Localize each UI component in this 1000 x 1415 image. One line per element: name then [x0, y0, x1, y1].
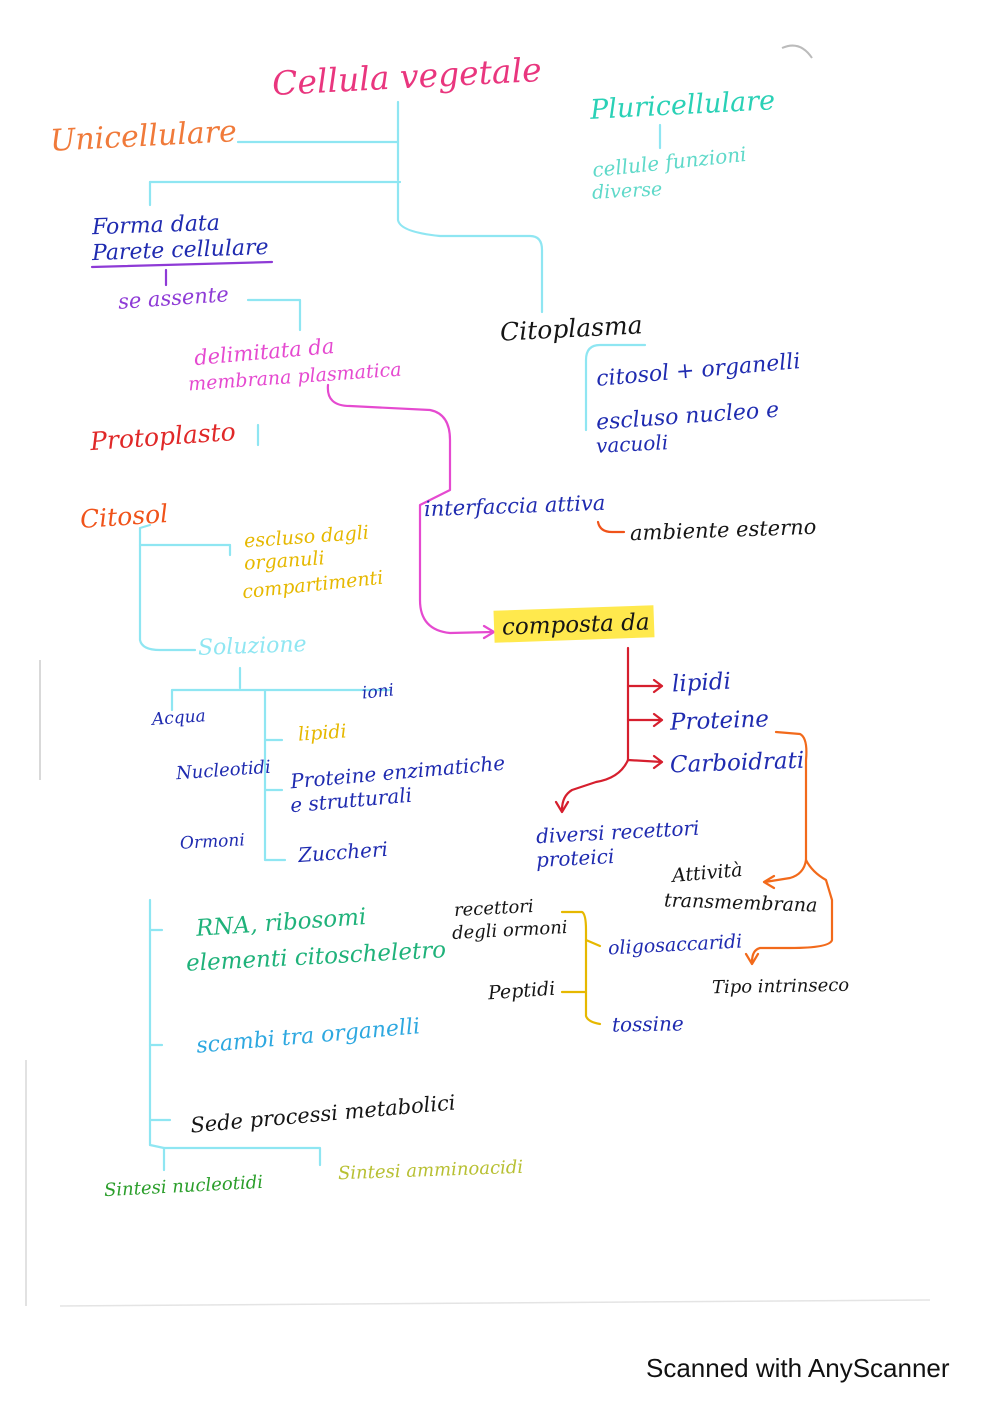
label-forma-data: Forma data [91, 210, 221, 241]
label-proteici: proteici [535, 843, 615, 873]
label-diverse: diverse [591, 178, 663, 204]
label-zuccheri: Zuccheri [297, 836, 389, 868]
yellow-bracket [560, 910, 602, 1026]
label-lipidi-soluzione: lipidi [297, 720, 348, 746]
page-edge-bottom [59, 1299, 931, 1307]
label-lipidi-membrana: lipidi [671, 668, 732, 698]
scanner-watermark: Scanned with AnyScanner [646, 1353, 950, 1383]
label-composta-da: composta da [501, 609, 651, 641]
ambiente-connector [596, 520, 626, 534]
label-ormoni: Ormoni [179, 830, 246, 854]
label-ioni: ioni [360, 680, 395, 704]
label-tossine: tossine [611, 1011, 684, 1037]
page-curl [781, 44, 813, 59]
label-peptidi: Peptidi [487, 977, 556, 1005]
orange-connectors [744, 730, 834, 966]
label-vacuoli: vacuoli [595, 430, 669, 458]
label-citosol: Citosol [79, 498, 170, 535]
label-soluzione: Soluzione [197, 632, 307, 661]
label-citoplasma: Citoplasma [499, 310, 644, 347]
parete-underline [90, 260, 274, 269]
label-carboidrati: Carboidrati [669, 747, 805, 779]
red-connectors [554, 646, 664, 814]
label-tipo-intrinseco: Tipo intrinseco [711, 974, 850, 999]
cyan-connectors [138, 100, 662, 1172]
magenta-arrow [326, 383, 494, 635]
label-proteine-membrana: Proteine [669, 706, 770, 736]
label-transmembrana: transmembrana [663, 889, 818, 917]
label-recettori: recettori [453, 895, 535, 922]
label-acqua: Acqua [151, 706, 207, 730]
